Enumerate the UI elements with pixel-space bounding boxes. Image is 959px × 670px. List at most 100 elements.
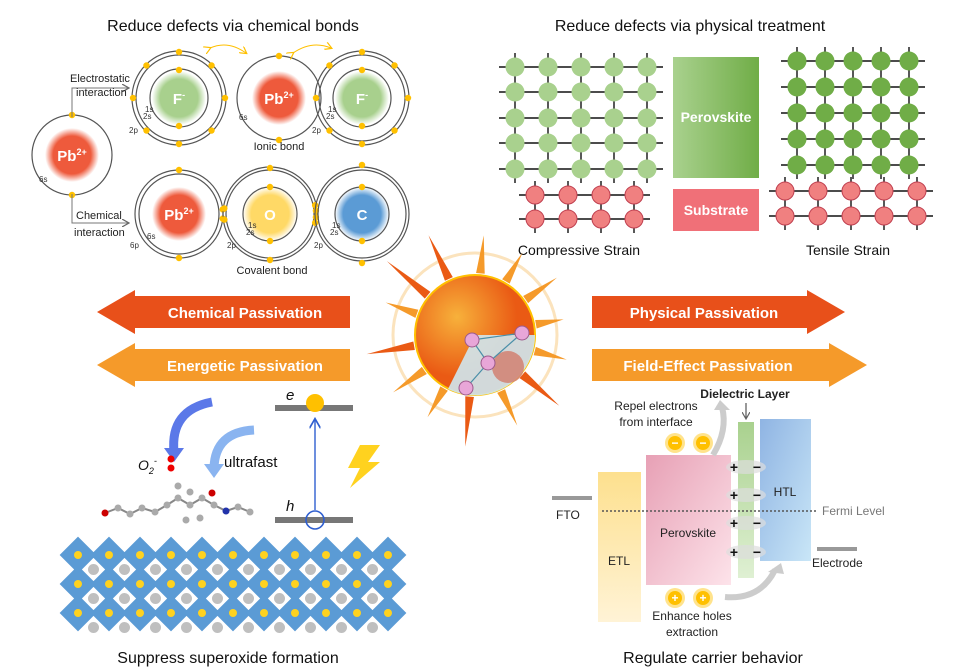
lattice-atom (815, 129, 835, 149)
oxygen-atom (167, 464, 175, 472)
lattice-atom (815, 51, 835, 71)
lattice-atom (899, 155, 919, 175)
charge-markers: −−+++−+−+−+− (665, 433, 766, 608)
electron (275, 136, 283, 144)
a-site-atom (212, 593, 223, 604)
b-site-atom (198, 551, 206, 559)
molecule-atom (210, 501, 218, 509)
orbital-label: 1s (145, 105, 153, 114)
a-site-atom (305, 564, 316, 575)
orbital-label: 2p (227, 241, 236, 250)
electron (175, 166, 183, 174)
atom-symbol: C (357, 207, 368, 224)
b-site-atom (198, 580, 206, 588)
electron (358, 140, 366, 148)
charge-symbol: − (671, 436, 678, 450)
sun-rays (366, 235, 567, 447)
sun-cutaway-core (492, 351, 524, 383)
sun-ray (497, 389, 518, 426)
b-site-atom (322, 580, 330, 588)
b-site-atom (384, 580, 392, 588)
ionic-bond-label: Ionic bond (254, 141, 305, 153)
molecule-atom (186, 501, 194, 509)
electron (358, 237, 366, 245)
sun-ray (523, 277, 557, 304)
orbital-label: 1s (248, 221, 256, 230)
charge-symbol: + (671, 591, 678, 605)
electron (358, 183, 366, 191)
b-site-atom (229, 609, 237, 617)
electron (208, 127, 215, 134)
lattice-atom (808, 206, 828, 226)
molecule-bonds (465, 332, 523, 389)
lattice-atom (907, 181, 927, 201)
a-site-atom (150, 564, 161, 575)
lattice-atom (899, 129, 919, 149)
lattice-atom (787, 129, 807, 149)
a-site-atom (150, 622, 161, 633)
sun-ray (535, 319, 564, 329)
atom-symbol: Pb2+ (264, 90, 293, 108)
orbital-label: 6p (130, 241, 139, 250)
lattice-atom (874, 181, 894, 201)
sun-ray (386, 261, 431, 299)
sun-ray (366, 341, 415, 355)
dipole-pair (726, 516, 766, 530)
electron (175, 66, 183, 74)
orbital-label: 2p (314, 241, 323, 250)
atom-nucleus (243, 187, 297, 241)
atom-nucleus (45, 128, 99, 182)
a-site-atom (367, 622, 378, 633)
lattice-atom (815, 77, 835, 97)
oxygen-arrow-head (164, 448, 184, 462)
lattice-atom (871, 155, 891, 175)
b-site-atom (291, 580, 299, 588)
atom-symbol: Pb2+ (164, 206, 193, 224)
lattice-atom (637, 108, 657, 128)
b-site-atom (353, 551, 361, 559)
electron (312, 94, 320, 102)
sun-ray (476, 235, 485, 274)
perovskite-crystal (59, 536, 407, 633)
molecule-atom (101, 509, 109, 517)
b-site-atom (353, 609, 361, 617)
lattice-atom (841, 181, 861, 201)
electron (175, 140, 183, 148)
lattice-atom (571, 133, 591, 153)
lattice-atom (787, 155, 807, 175)
a-site-atom (305, 593, 316, 604)
b-site-atom (291, 551, 299, 559)
molecule-atom (514, 325, 530, 341)
lattice-atom (843, 77, 863, 97)
electron (143, 127, 150, 134)
lattice-atom (571, 159, 591, 179)
lattice-atom (538, 82, 558, 102)
perovskite-label: Perovskite (681, 109, 752, 125)
electrostatic-arrow (71, 88, 128, 117)
a-site-atom (181, 564, 192, 575)
molecule-atom (196, 514, 204, 522)
positive-charge: + (730, 544, 738, 560)
molecule-atom (222, 507, 230, 515)
electron-shell (138, 173, 220, 255)
enhance-label-1: Enhance holes (652, 609, 731, 623)
fto-level (552, 496, 592, 500)
atom-nucleus (335, 187, 389, 241)
a-site-atom (336, 564, 347, 575)
b-site-atom (105, 551, 113, 559)
lattice-atom (558, 185, 578, 205)
negative-charge: − (753, 487, 761, 503)
title-superoxide: Suppress superoxide formation (117, 650, 338, 667)
electron (175, 48, 183, 56)
electron (326, 62, 333, 69)
lightning-icon (348, 445, 380, 488)
b-site-atom (260, 551, 268, 559)
lattice-atom (899, 77, 919, 97)
orbital-label: 2p (312, 126, 321, 135)
charge-symbol: − (699, 436, 706, 450)
lattice-atom (843, 155, 863, 175)
molecule-atom (182, 516, 190, 524)
electron (275, 52, 283, 60)
enhance-label-2: extraction (666, 625, 718, 639)
electron-label: e (286, 387, 294, 404)
